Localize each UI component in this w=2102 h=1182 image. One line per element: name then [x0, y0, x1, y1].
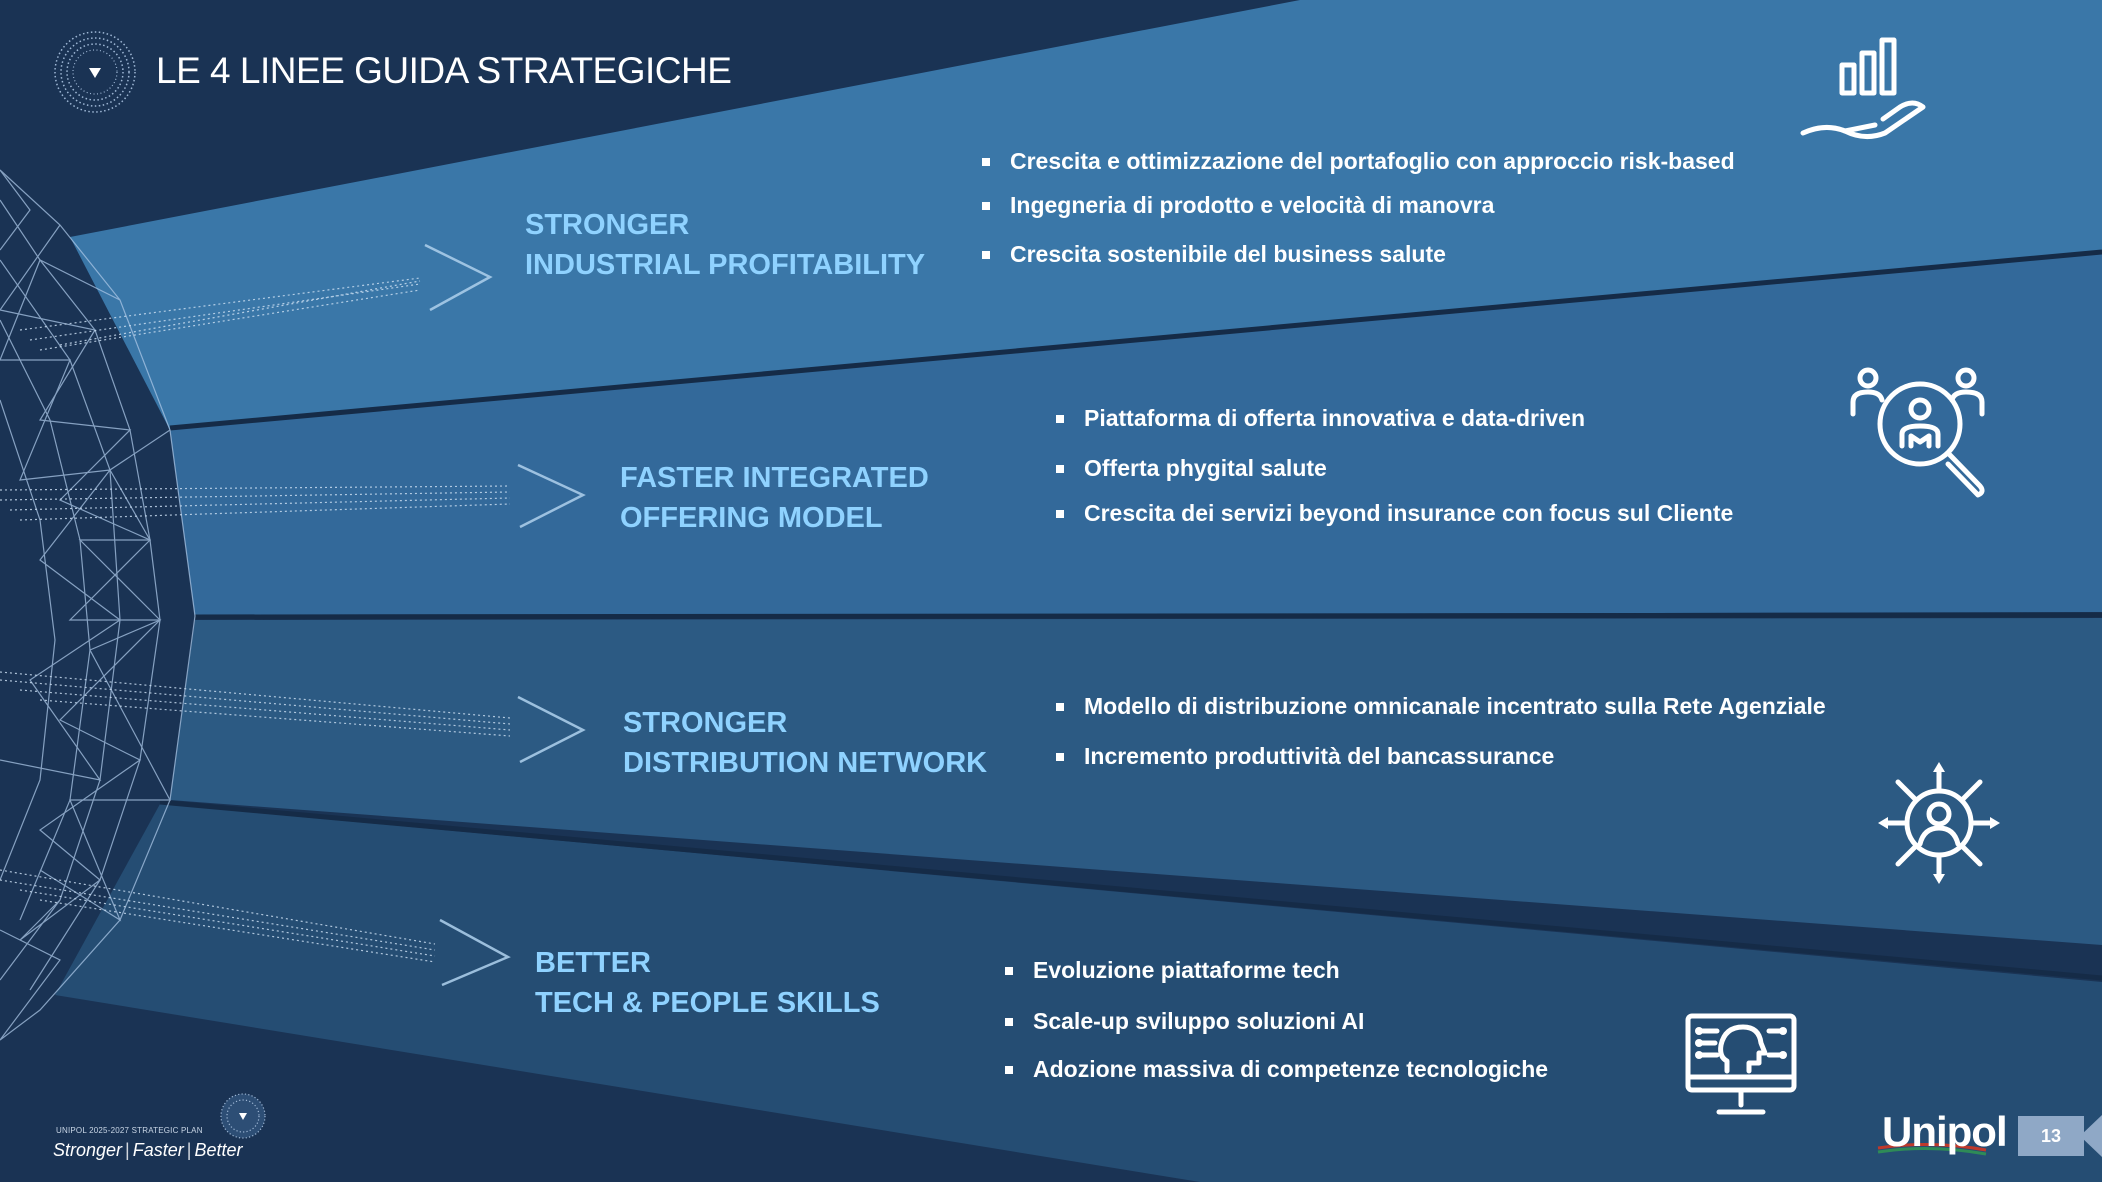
bullet-item: Piattaforma di offerta innovativa e data…: [1056, 405, 1733, 432]
guideline-1-title: STRONGER INDUSTRIAL PROFITABILITY: [525, 205, 925, 285]
arrow-3: [517, 695, 586, 764]
wireframe-globe: [0, 169, 196, 1041]
people-magnifier-icon: [1850, 367, 1985, 498]
band-1: [70, 0, 2102, 430]
bullet-item: Crescita dei servizi beyond insurance co…: [1056, 500, 1733, 527]
bullet-item: Crescita sostenibile del business salute: [982, 241, 1735, 268]
hand-bar-chart-icon: [1800, 37, 1926, 139]
guideline-4-title: BETTER TECH & PEOPLE SKILLS: [535, 943, 880, 1023]
arrow-1: [424, 243, 493, 312]
footer-tagline: Stronger|Faster|Better: [53, 1140, 242, 1161]
guideline-2-title: FASTER INTEGRATED OFFERING MODEL: [620, 458, 929, 538]
arrow-4: [439, 918, 511, 987]
band-2: [170, 254, 2102, 616]
tagline-separator: |: [186, 1140, 192, 1160]
bullet-item: Ingegneria di prodotto e velocità di man…: [982, 192, 1735, 219]
unipol-logo: Unipol: [1882, 1108, 2008, 1155]
guideline-3-title-line1: STRONGER: [623, 707, 788, 739]
guideline-4-title-line2: TECH & PEOPLE SKILLS: [535, 987, 880, 1019]
bullet-item: Scale-up sviluppo soluzioni AI: [1005, 1008, 1548, 1035]
guideline-2-title-line1: FASTER INTEGRATED: [620, 462, 929, 494]
user-network-icon: [1878, 762, 2000, 884]
page-title: LE 4 LINEE GUIDA STRATEGICHE: [156, 50, 732, 91]
tagline-stronger: Stronger: [53, 1140, 123, 1160]
arrow-2: [517, 463, 586, 529]
band-3: [170, 618, 2102, 945]
bullet-item: Evoluzione piattaforme tech: [1005, 957, 1548, 984]
band-4: [55, 804, 2102, 1182]
guideline-3-bullets: Modello di distribuzione omnicanale ince…: [1056, 693, 1826, 770]
guideline-3-title-line2: DISTRIBUTION NETWORK: [623, 747, 988, 779]
tagline-separator: |: [125, 1140, 130, 1160]
guideline-2-bullets: Piattaforma di offerta innovativa e data…: [1056, 405, 1733, 527]
dotted-sphere-icon: [54, 31, 136, 113]
footer-sphere-icon: [220, 1093, 266, 1139]
bullet-item: Offerta phygital salute: [1056, 455, 1733, 482]
bullet-item: Modello di distribuzione omnicanale ince…: [1056, 693, 1826, 720]
tagline-faster: Faster: [132, 1140, 184, 1160]
guideline-1-bullets: Crescita e ottimizzazione del portafogli…: [982, 148, 1735, 268]
monitor-ai-head-icon: [1685, 1013, 1797, 1115]
guideline-4-bullets: Evoluzione piattaforme tech Scale-up svi…: [1005, 957, 1548, 1083]
guideline-3-title: STRONGER DISTRIBUTION NETWORK: [623, 703, 987, 783]
bullet-item: Adozione massiva di competenze tecnologi…: [1005, 1056, 1548, 1083]
bullet-item: Crescita e ottimizzazione del portafogli…: [982, 148, 1735, 175]
guideline-1-title-line1: STRONGER: [525, 209, 690, 241]
guideline-4-title-line1: BETTER: [535, 947, 651, 979]
tagline-better: Better: [194, 1140, 243, 1160]
bullet-item: Incremento produttività del bancassuranc…: [1056, 743, 1826, 770]
guideline-2-title-line2: OFFERING MODEL: [620, 502, 883, 534]
page-number: 13: [2018, 1116, 2084, 1156]
guideline-1-title-line2: INDUSTRIAL PROFITABILITY: [525, 249, 926, 281]
footer-plan-label: UNIPOL 2025-2027 STRATEGIC PLAN: [56, 1126, 203, 1135]
